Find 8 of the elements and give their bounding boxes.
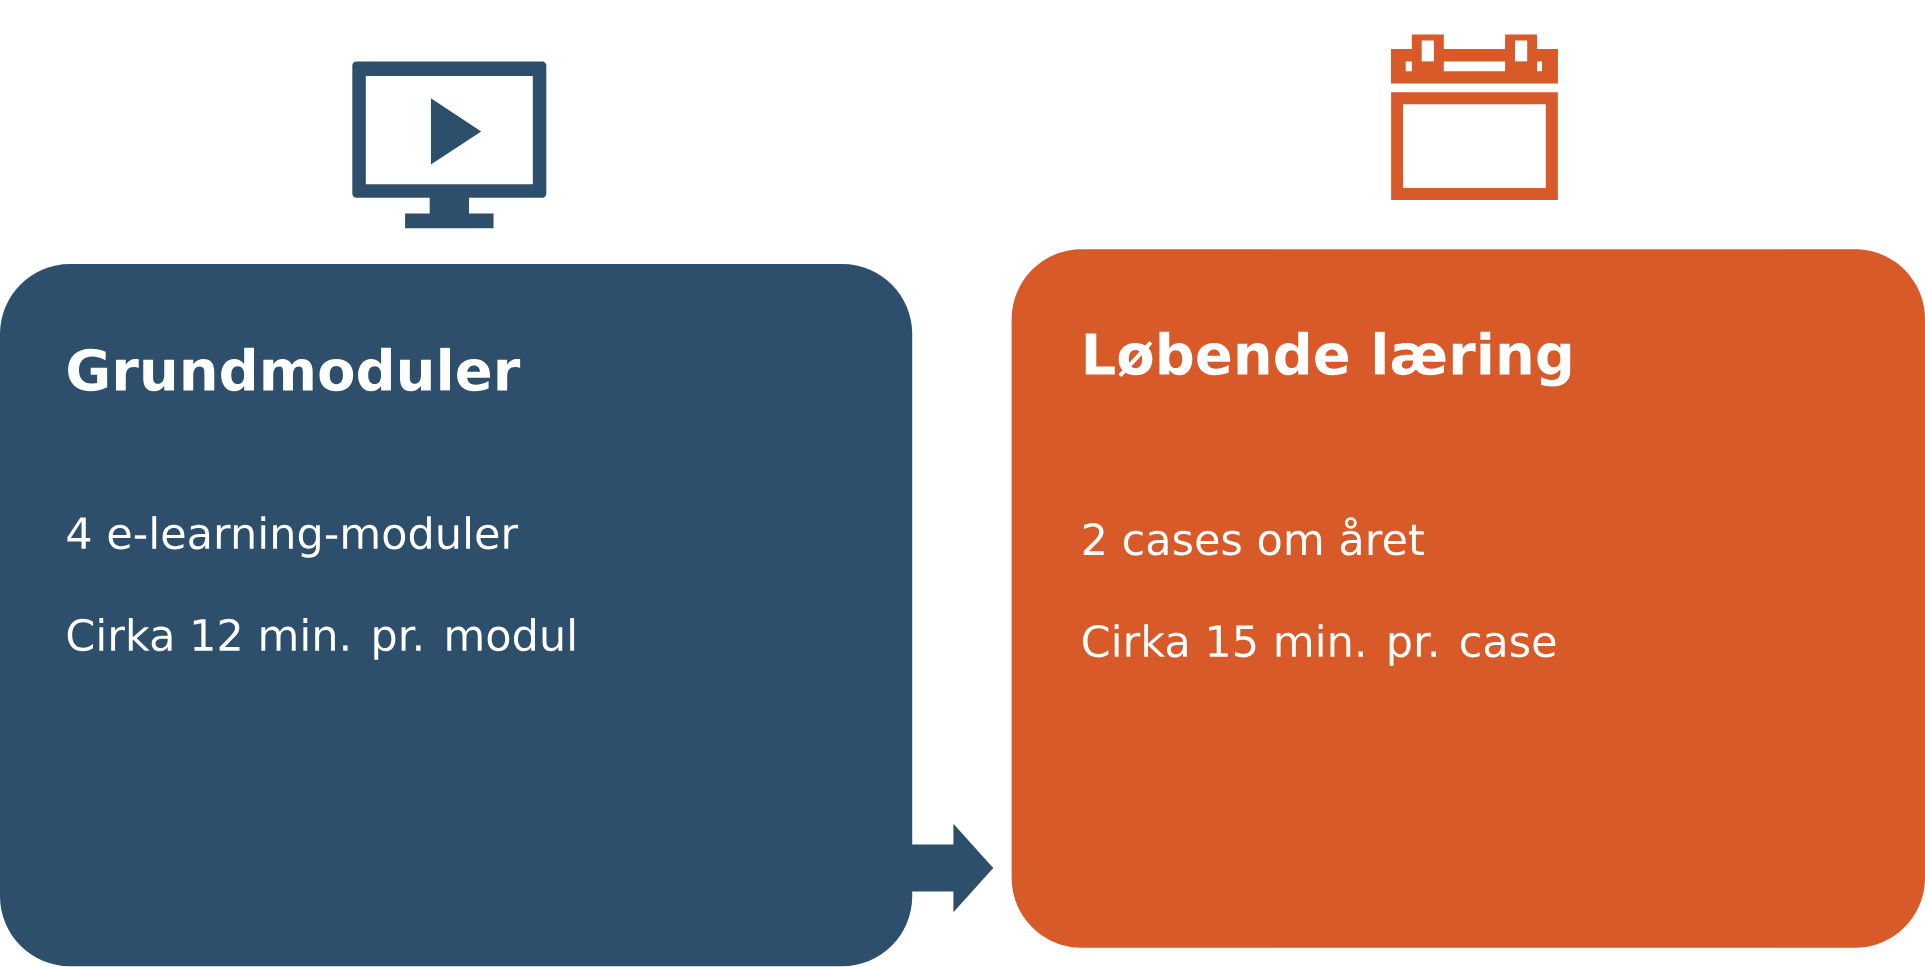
box-heading: Grundmoduler	[68, 347, 521, 392]
body-text: Cirka 15 min. pr. case	[1083, 624, 1556, 666]
box-heading: Løbende læring	[1085, 331, 1571, 387]
body-text: 2 cases om året	[1083, 517, 1424, 556]
process-box	[0, 264, 913, 967]
body-text: Cirka 12 min. pr. modul	[67, 618, 575, 660]
body-text: 4 e-learning-moduler	[67, 516, 519, 558]
process-box	[1011, 249, 1925, 948]
